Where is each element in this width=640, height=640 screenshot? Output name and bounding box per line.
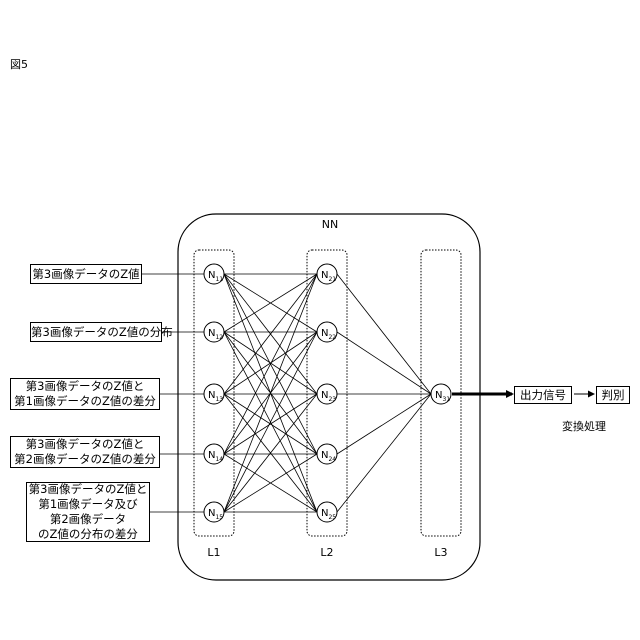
conversion-label: 変換処理 <box>562 418 606 434</box>
input-box-2: 第3画像データのZ値の分布 <box>30 322 162 342</box>
node-25: N25 <box>317 502 337 522</box>
nodes: N11N12N13N14N15 N21N22N23N24N25 N31 <box>204 264 451 522</box>
node-21: N21 <box>317 264 337 284</box>
node-13: N13 <box>204 384 224 404</box>
input-line: 第1画像データ及び <box>27 497 149 512</box>
node-connection <box>337 332 431 394</box>
node-14: N14 <box>204 444 224 464</box>
network-label: NN <box>322 218 338 231</box>
input-box-5: 第3画像データのZ値と第1画像データ及び第2画像データのZ値の分布の差分 <box>26 482 150 542</box>
node-connection <box>337 394 431 454</box>
input-line: 第3画像データのZ値と <box>11 379 159 394</box>
input-line: 第3画像データのZ値の分布 <box>31 325 161 340</box>
layer-label-l3: L3 <box>434 546 447 559</box>
node-24: N24 <box>317 444 337 464</box>
input-box-1: 第3画像データのZ値 <box>30 264 142 284</box>
input-line: 第2画像データのZ値の差分 <box>11 452 159 467</box>
input-line: のZ値の分布の差分 <box>27 527 149 542</box>
node-15: N15 <box>204 502 224 522</box>
node-connection <box>337 274 431 394</box>
input-line: 第3画像データのZ値と <box>27 482 149 497</box>
input-box-4: 第3画像データのZ値と第2画像データのZ値の差分 <box>10 436 160 468</box>
connections <box>142 274 431 512</box>
input-line: 第3画像データのZ値と <box>11 437 159 452</box>
input-line: 第2画像データ <box>27 512 149 527</box>
node-11: N11 <box>204 264 224 284</box>
input-line: 第3画像データのZ値 <box>31 267 141 282</box>
node-23: N23 <box>317 384 337 404</box>
node-connection <box>337 394 431 512</box>
input-box-3: 第3画像データのZ値と第1画像データのZ値の差分 <box>10 378 160 410</box>
judgement-box: 判別 <box>596 386 630 404</box>
node-31: N31 <box>431 384 451 404</box>
output-signal-box: 出力信号 <box>514 386 572 404</box>
node-22: N22 <box>317 322 337 342</box>
layer-label-l2: L2 <box>320 546 333 559</box>
input-line: 第1画像データのZ値の差分 <box>11 394 159 409</box>
layer-label-l1: L1 <box>207 546 220 559</box>
node-12: N12 <box>204 322 224 342</box>
